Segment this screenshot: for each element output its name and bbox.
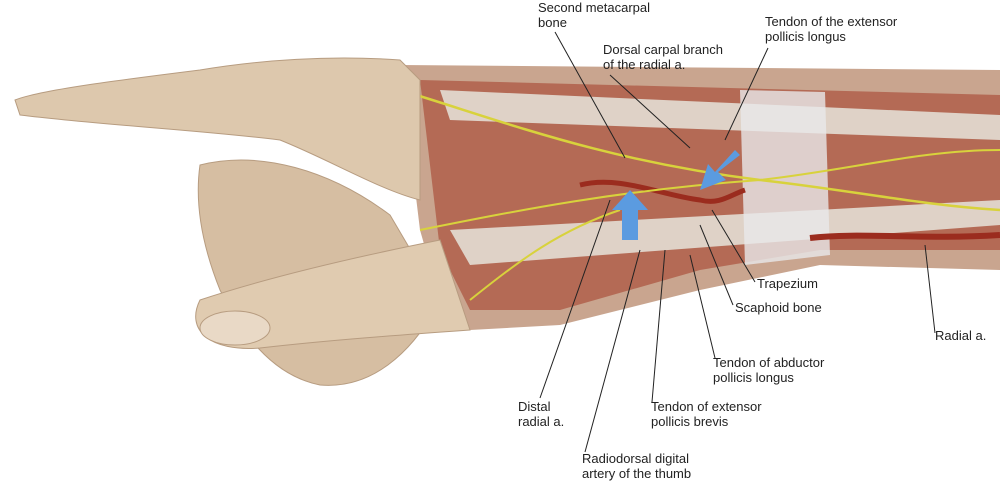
nerve xyxy=(399,88,1000,212)
label-distal-radial: Distal radial a. xyxy=(518,399,565,429)
label-radiodorsal-artery: Radiodorsal digital artery of the thumb xyxy=(582,451,692,481)
nerve xyxy=(419,149,1000,231)
tendon-band xyxy=(440,90,1000,140)
radial-artery xyxy=(809,232,1000,241)
label-scaphoid: Scaphoid bone xyxy=(735,300,822,315)
label-radial-artery: Radial a. xyxy=(935,328,987,343)
leader-lines xyxy=(539,31,936,453)
artery-branch xyxy=(579,179,746,204)
label-second-metacarpal: Second metacarpal bone xyxy=(538,0,651,30)
label-tendon-apl: Tendon of abductor pollicis longus xyxy=(713,355,825,385)
nerve xyxy=(469,209,621,301)
blue-arrow-diagonal-icon xyxy=(700,150,740,190)
label-tendon-epb: Tendon of extensor pollicis brevis xyxy=(651,399,762,429)
blue-arrow-up-icon xyxy=(612,190,648,240)
index-finger xyxy=(14,57,421,201)
label-tendon-epl: Tendon of the extensor pollicis longus xyxy=(765,14,898,44)
label-trapezium: Trapezium xyxy=(757,276,818,291)
thumbnail xyxy=(199,310,271,346)
label-dorsal-carpal-branch: Dorsal carpal branch of the radial a. xyxy=(603,42,723,72)
